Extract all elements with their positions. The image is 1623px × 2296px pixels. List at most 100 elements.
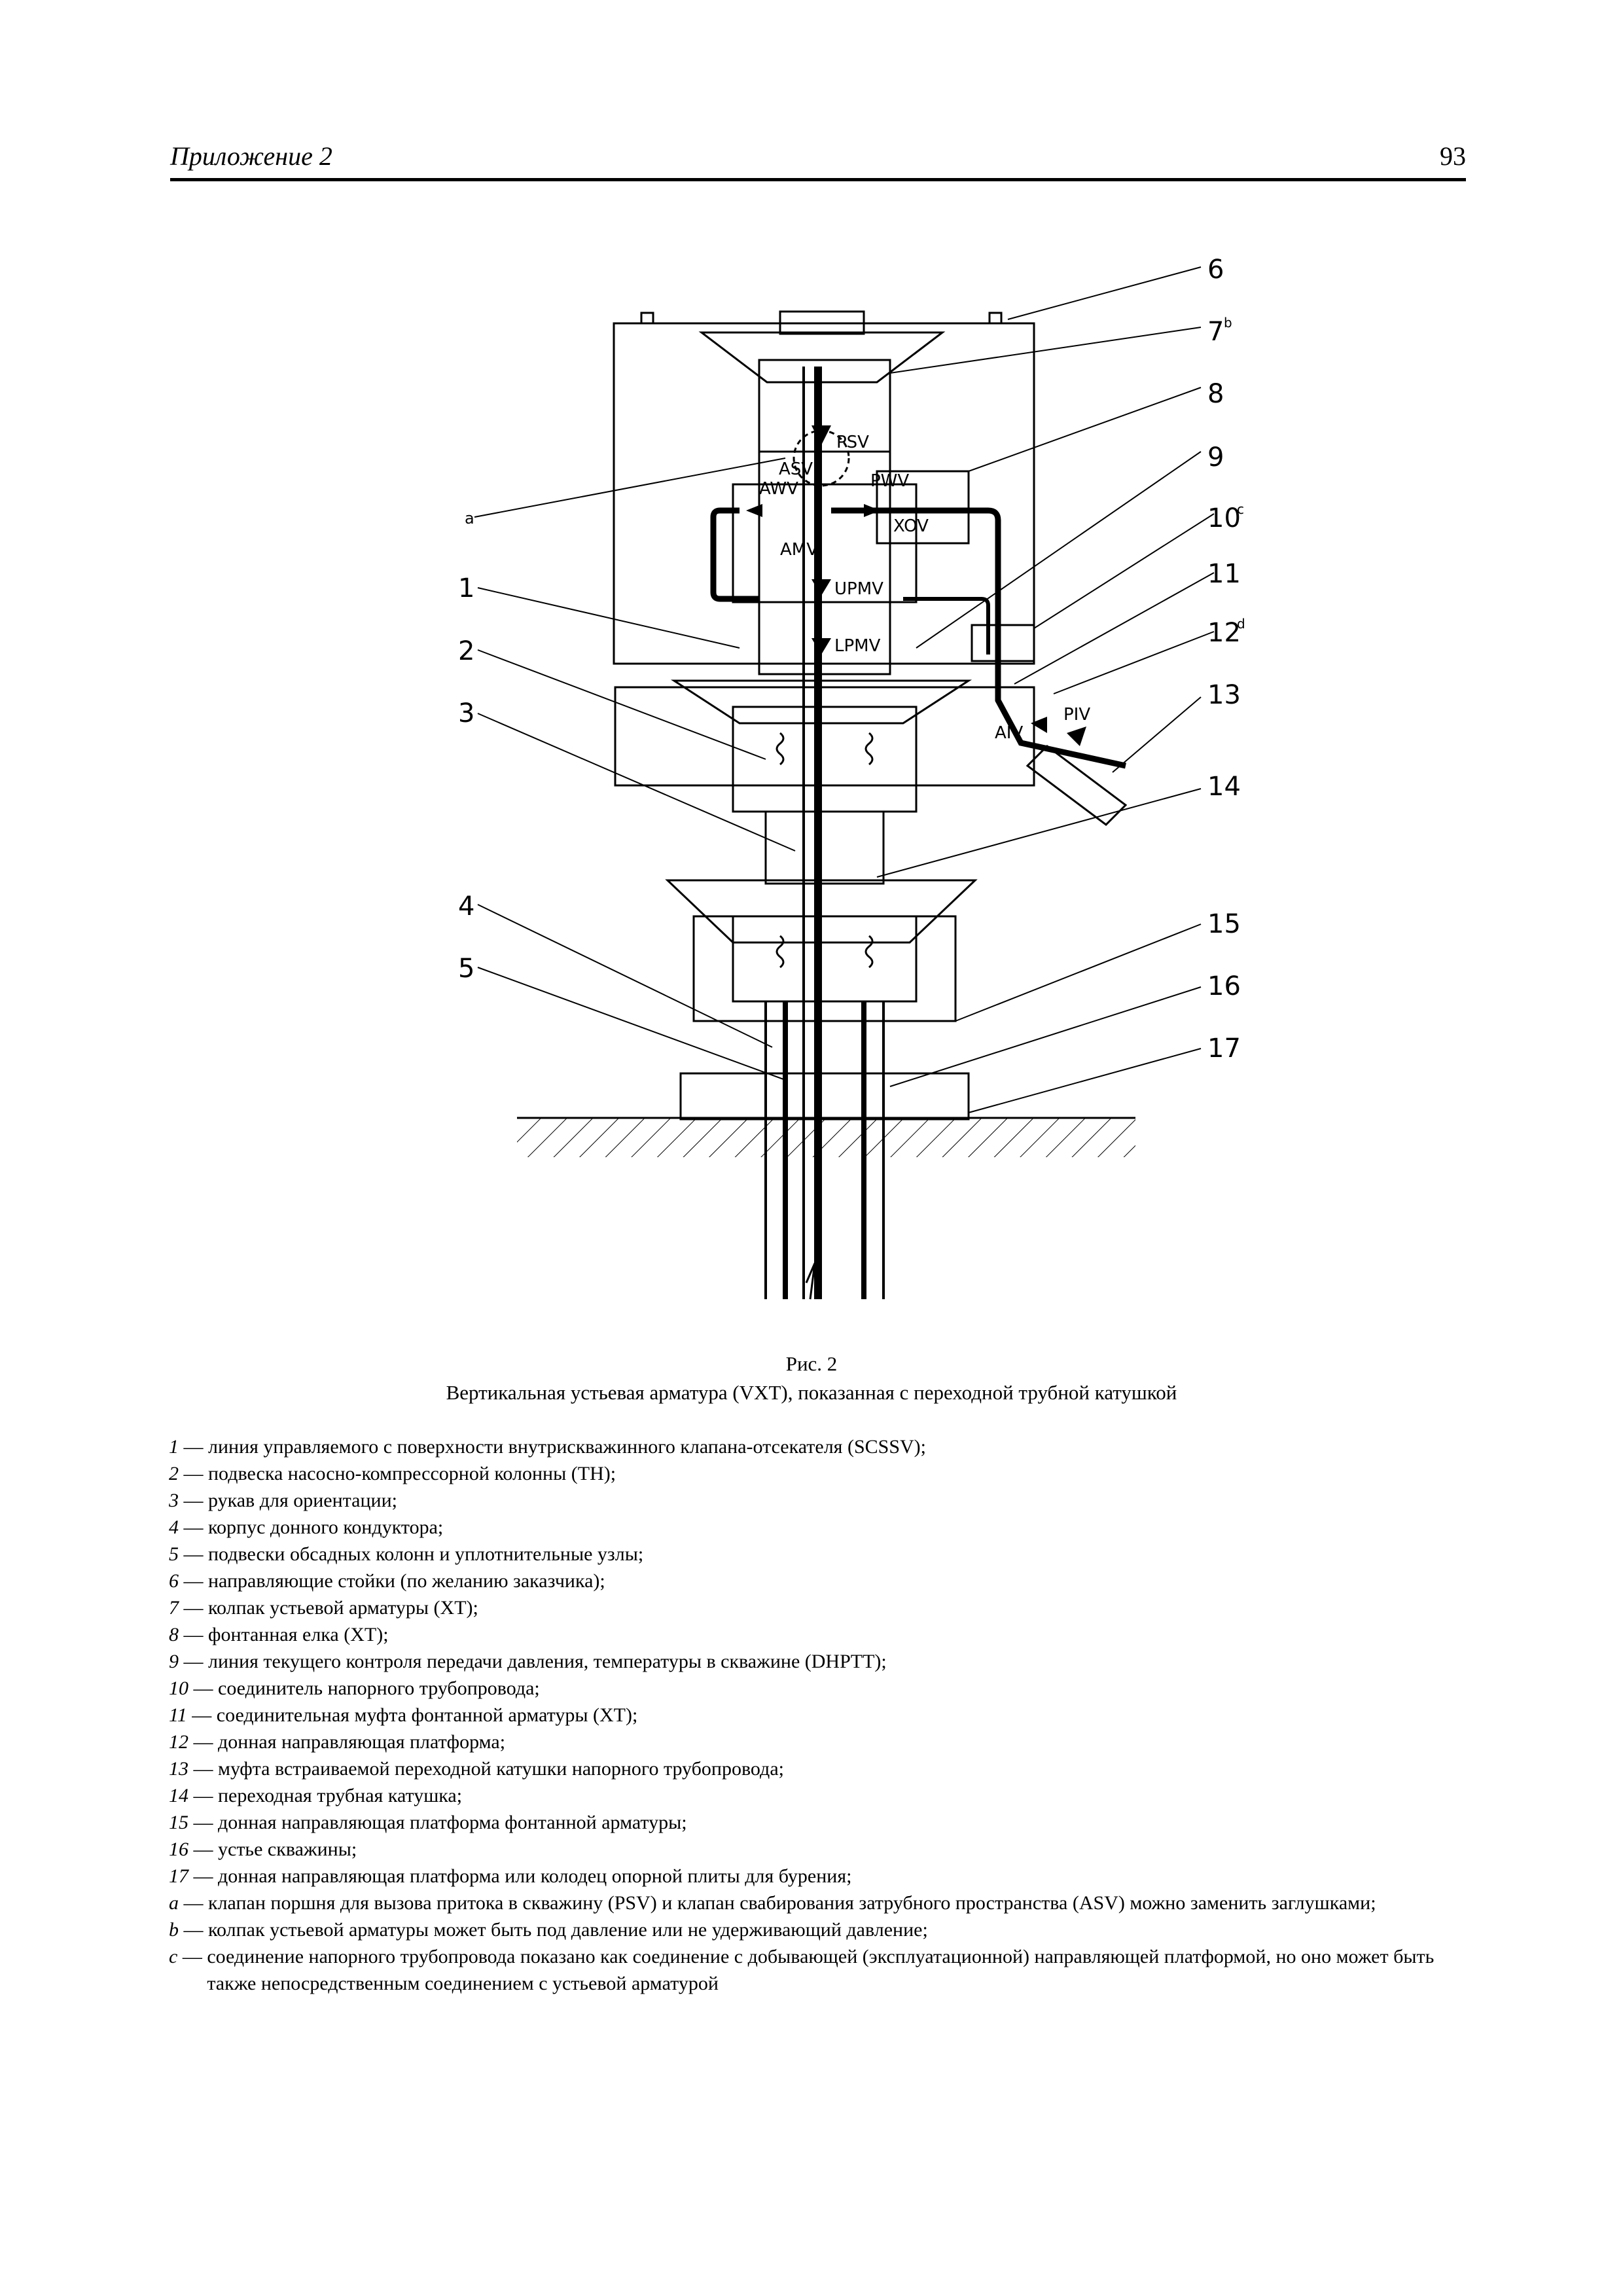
legend-key: 11 xyxy=(169,1704,187,1726)
page-number: 93 xyxy=(1440,141,1466,171)
legend-text: колпак устьевой арматуры может быть под … xyxy=(208,1919,928,1941)
callout-7: 7 xyxy=(1207,317,1224,347)
callout-14: 14 xyxy=(1207,772,1241,802)
legend-key: 2 xyxy=(169,1463,179,1484)
figure-title: Вертикальная устьевая арматура (VXT), по… xyxy=(446,1381,1177,1404)
legend-text: направляющие стойки (по желанию заказчик… xyxy=(208,1570,605,1592)
seal-left xyxy=(776,732,785,766)
cap-funnel xyxy=(698,331,946,384)
callout-16: 16 xyxy=(1207,971,1241,1001)
wellhead-diagram: PSV ASV AWV PWV XOV AMV UPMV LPMV AIV PI… xyxy=(458,255,1245,1300)
legend-text: клапан поршня для вызова притока в скваж… xyxy=(208,1892,1376,1914)
legend-separator: — xyxy=(188,1731,218,1753)
callout-5: 5 xyxy=(458,954,474,984)
seal-right xyxy=(865,732,874,766)
legend-text: подвеска насосно-компрессорной колонны (… xyxy=(208,1463,616,1484)
label-psv: PSV xyxy=(836,433,869,452)
callout-4: 4 xyxy=(458,891,474,922)
legend-separator: — xyxy=(179,1892,208,1914)
label-piv: PIV xyxy=(1063,705,1090,725)
label-upmv: UPMV xyxy=(834,579,883,599)
seal-lower-left xyxy=(776,935,785,969)
legend-separator: — xyxy=(179,1436,208,1458)
running-title: Приложение 2 xyxy=(170,141,332,171)
legend-item: 7 — колпак устьевой арматуры (XT); xyxy=(169,1594,1471,1621)
tree-body xyxy=(758,450,891,675)
label-pwv: PWV xyxy=(870,471,909,491)
legend-item: 14 — переходная трубная катушка; xyxy=(169,1782,1471,1809)
legend-key: 15 xyxy=(169,1812,188,1833)
callout-2: 2 xyxy=(458,636,474,666)
valve-lpmv-mark xyxy=(812,638,831,655)
legend-text: фонтанная елка (XT); xyxy=(208,1624,389,1645)
legend-item: a — клапан поршня для вызова притока в с… xyxy=(169,1890,1471,1916)
legend-item: 15 — донная направляющая платформа фонта… xyxy=(169,1809,1471,1836)
legend-separator: — xyxy=(188,1758,218,1780)
valve-piv-mark xyxy=(1067,726,1086,746)
legend-key: 5 xyxy=(169,1543,179,1565)
legend-separator: — xyxy=(188,1785,218,1806)
legend-text: корпус донного кондуктора; xyxy=(208,1516,444,1538)
legend-text: линия управляемого с поверхности внутрис… xyxy=(208,1436,927,1458)
legend-item: 17 — донная направляющая платформа или к… xyxy=(169,1863,1471,1890)
guide-post-left xyxy=(640,312,654,325)
legend-separator: — xyxy=(179,1624,208,1645)
drilling-guide-base xyxy=(679,1072,970,1121)
legend-text: подвески обсадных колонн и уплотнительны… xyxy=(208,1543,644,1565)
legend-separator: — xyxy=(188,1677,218,1699)
valve-pwv-mark xyxy=(864,504,880,517)
legend-text: переходная трубная катушка; xyxy=(218,1785,463,1806)
label-amv: AMV xyxy=(780,540,818,560)
legend-text: донная направляющая платформа или колоде… xyxy=(218,1865,852,1887)
legend-key: a xyxy=(169,1892,179,1914)
legend-key: 1 xyxy=(169,1436,179,1458)
legend-key: 16 xyxy=(169,1839,188,1860)
callout-15: 15 xyxy=(1207,909,1241,939)
legend-separator: — xyxy=(179,1516,208,1538)
legend-key: 9 xyxy=(169,1651,179,1672)
legend-key: 3 xyxy=(169,1490,179,1511)
legend-item: 2 — подвеска насосно-компрессорной колон… xyxy=(169,1460,1471,1487)
legend-separator: — xyxy=(177,1946,207,1967)
legend-item: c — соединение напорного трубопровода по… xyxy=(169,1943,1471,1997)
legend-item: 5 — подвески обсадных колонн и уплотните… xyxy=(169,1541,1471,1568)
legend-separator: — xyxy=(179,1543,208,1565)
legend-separator: — xyxy=(179,1919,208,1941)
legend-item: 16 — устье скважины; xyxy=(169,1836,1471,1863)
legend-text: рукав для ориентации; xyxy=(208,1490,397,1511)
legend-item: 13 — муфта встраиваемой переходной катуш… xyxy=(169,1755,1471,1782)
legend-item: 3 — рукав для ориентации; xyxy=(169,1487,1471,1514)
legend-separator: — xyxy=(179,1651,208,1672)
valve-aiv-mark xyxy=(1031,717,1047,733)
callout-a: a xyxy=(465,509,474,528)
valve-psv-mark xyxy=(812,425,831,445)
legend-item: 9 — линия текущего контроля передачи дав… xyxy=(169,1648,1471,1675)
legend-text: донная направляющая платформа фонтанной … xyxy=(218,1812,687,1833)
superscript-b: b xyxy=(1224,315,1232,331)
valve-awv-mark xyxy=(746,504,762,517)
callout-8: 8 xyxy=(1207,379,1224,409)
legend-separator: — xyxy=(179,1463,208,1484)
dhptt-line xyxy=(903,597,990,655)
figure-legend: 1 — линия управляемого с поверхности вну… xyxy=(169,1433,1471,1997)
legend-item: 6 — направляющие стойки (по желанию зака… xyxy=(169,1568,1471,1594)
legend-item: 12 — донная направляющая платформа; xyxy=(169,1729,1471,1755)
superscript-c: c xyxy=(1237,501,1244,517)
valve-upmv-mark xyxy=(812,579,831,596)
wellhead-housing xyxy=(732,915,918,1003)
callout-11: 11 xyxy=(1207,559,1241,589)
legend-item: 1 — линия управляемого с поверхности вну… xyxy=(169,1433,1471,1460)
xt-cap-frame xyxy=(613,322,1035,665)
header-rule xyxy=(170,178,1466,181)
legend-text: донная направляющая платформа; xyxy=(218,1731,506,1753)
legend-text: устье скважины; xyxy=(218,1839,357,1860)
callout-13: 13 xyxy=(1207,680,1241,710)
callout-3: 3 xyxy=(458,698,474,728)
legend-item: 11 — соединительная муфта фонтанной арма… xyxy=(169,1702,1471,1729)
control-line-left xyxy=(710,507,759,602)
callout-1: 1 xyxy=(458,573,474,603)
legend-text: соединительная муфта фонтанной арматуры … xyxy=(216,1704,638,1726)
legend-key: 8 xyxy=(169,1624,179,1645)
legend-separator: — xyxy=(187,1704,217,1726)
guide-post-right xyxy=(988,312,1003,325)
